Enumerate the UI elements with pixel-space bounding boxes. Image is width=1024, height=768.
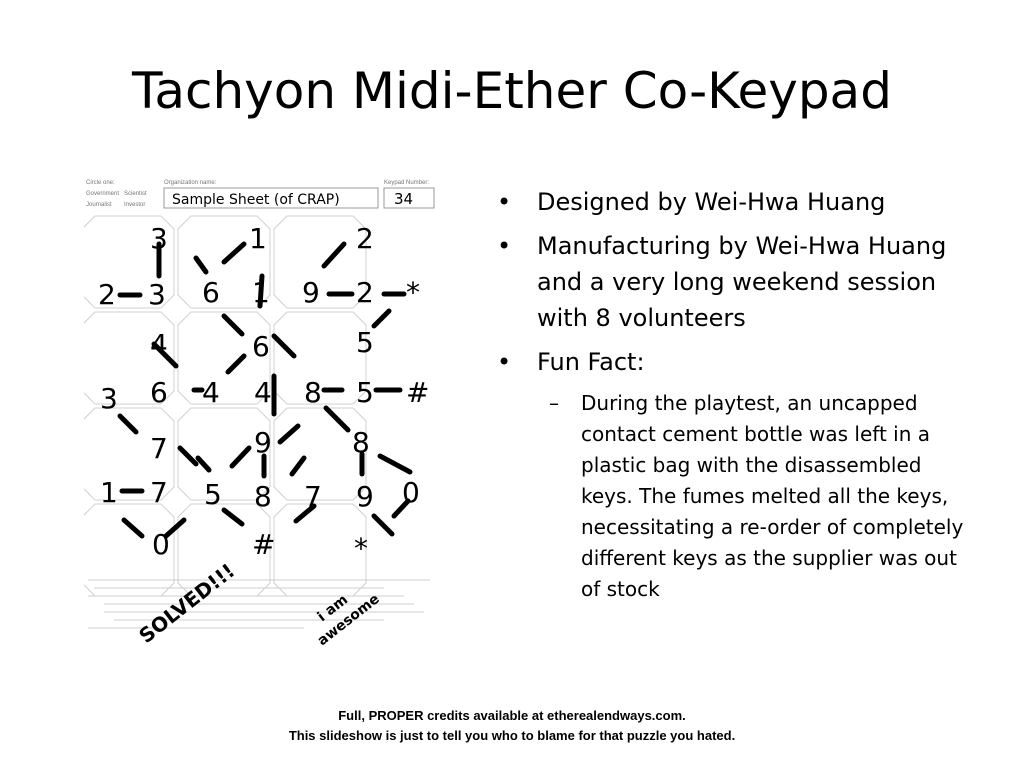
grid-cell xyxy=(84,311,175,405)
organization-value: Sample Sheet (of CRAP) xyxy=(172,192,340,208)
sub-bullet-playtest: – During the playtest, an uncapped conta… xyxy=(497,388,967,605)
grid-cell xyxy=(177,311,271,405)
key-label: * xyxy=(406,276,420,309)
organization-box xyxy=(163,187,379,209)
key-label: 7 xyxy=(150,476,168,509)
grid-cell xyxy=(177,407,271,501)
key-labels: 3 1 2 2 3 6 1 9 2 * 4 6 5 3 6 4 4 8 5 # … xyxy=(98,222,429,565)
key-label: 9 xyxy=(356,480,374,513)
bullet-list: • Designed by Wei-Hwa Huang • Manufactur… xyxy=(497,184,967,605)
bullet-text: Manufacturing by Wei-Hwa Huang and a ver… xyxy=(537,232,947,332)
dash-icon: – xyxy=(549,391,559,415)
bullet-text: Designed by Wei-Hwa Huang xyxy=(537,188,886,216)
connection-lines xyxy=(117,241,413,539)
key-label: * xyxy=(354,532,368,565)
solved-stamp: SOLVED!!! xyxy=(134,559,239,648)
bullet-text: Fun Fact: xyxy=(537,348,645,376)
keypad-label: Keypad Number: xyxy=(384,180,429,186)
key-label: 0 xyxy=(402,476,420,509)
sub-bullet-text: During the playtest, an uncapped contact… xyxy=(581,391,964,601)
circle-one-label: Circle one: xyxy=(86,180,115,186)
key-label: # xyxy=(406,376,429,409)
keypad-grid xyxy=(84,215,367,597)
option-government: Government xyxy=(86,191,119,197)
key-label: 0 xyxy=(152,528,170,561)
key-label: 3 xyxy=(150,222,168,255)
grid-cell xyxy=(177,215,271,309)
bullet-fun-fact: • Fun Fact: xyxy=(497,344,967,380)
bullet-icon: • xyxy=(497,188,512,216)
grid-cell xyxy=(273,503,367,597)
bullet-manufacturing: • Manufacturing by Wei-Hwa Huang and a v… xyxy=(497,228,967,336)
option-investor: Investor xyxy=(124,202,145,208)
key-label: 6 xyxy=(150,376,168,409)
key-label: 8 xyxy=(352,426,370,459)
key-label: 5 xyxy=(204,478,222,511)
keypad-value: 34 xyxy=(394,190,413,208)
key-label: 9 xyxy=(254,426,272,459)
bullet-icon: • xyxy=(497,232,512,260)
keypad-box xyxy=(383,187,435,209)
key-label: 6 xyxy=(202,276,220,309)
slide-footer: Full, PROPER credits available at ethere… xyxy=(0,706,1024,746)
key-label: 7 xyxy=(304,480,322,513)
option-scientist: Scientist xyxy=(124,191,147,197)
grid-cell xyxy=(84,215,175,309)
key-label: 2 xyxy=(356,222,374,255)
key-label: 4 xyxy=(150,328,168,361)
bullet-designer: • Designed by Wei-Hwa Huang xyxy=(497,184,967,220)
key-label: 1 xyxy=(249,222,267,255)
key-label: # xyxy=(252,528,275,561)
key-label: 5 xyxy=(356,376,374,409)
bullet-icon: • xyxy=(497,348,512,376)
organization-label: Organization name: xyxy=(164,180,217,186)
grid-cell xyxy=(84,407,175,501)
sheet-footnotes xyxy=(88,579,430,629)
footer-line-blame: This slideshow is just to tell you who t… xyxy=(288,728,736,743)
key-label: 5 xyxy=(356,326,374,359)
key-label: 4 xyxy=(202,376,220,409)
slide-title: Tachyon Midi-Ether Co-Keypad xyxy=(132,62,892,120)
key-label: 8 xyxy=(254,480,272,513)
key-label: 8 xyxy=(304,376,322,409)
key-label: 9 xyxy=(302,276,320,309)
key-label: 4 xyxy=(254,376,272,409)
grid-cell xyxy=(273,311,367,405)
key-label: 2 xyxy=(356,276,374,309)
grid-cell xyxy=(273,215,367,309)
puzzle-sheet-image: Circle one: Government Scientist Journal… xyxy=(84,180,435,649)
footer-line-credits: Full, PROPER credits available at ethere… xyxy=(338,708,686,723)
key-label: 3 xyxy=(148,278,166,311)
grid-cell xyxy=(273,407,367,501)
key-label: 7 xyxy=(150,432,168,465)
key-label: 6 xyxy=(252,330,270,363)
key-label: 2 xyxy=(98,278,116,311)
key-label: 1 xyxy=(100,476,118,509)
key-label: 3 xyxy=(100,382,118,415)
option-journalist: Journalist xyxy=(86,202,112,208)
key-label: 1 xyxy=(252,276,270,309)
